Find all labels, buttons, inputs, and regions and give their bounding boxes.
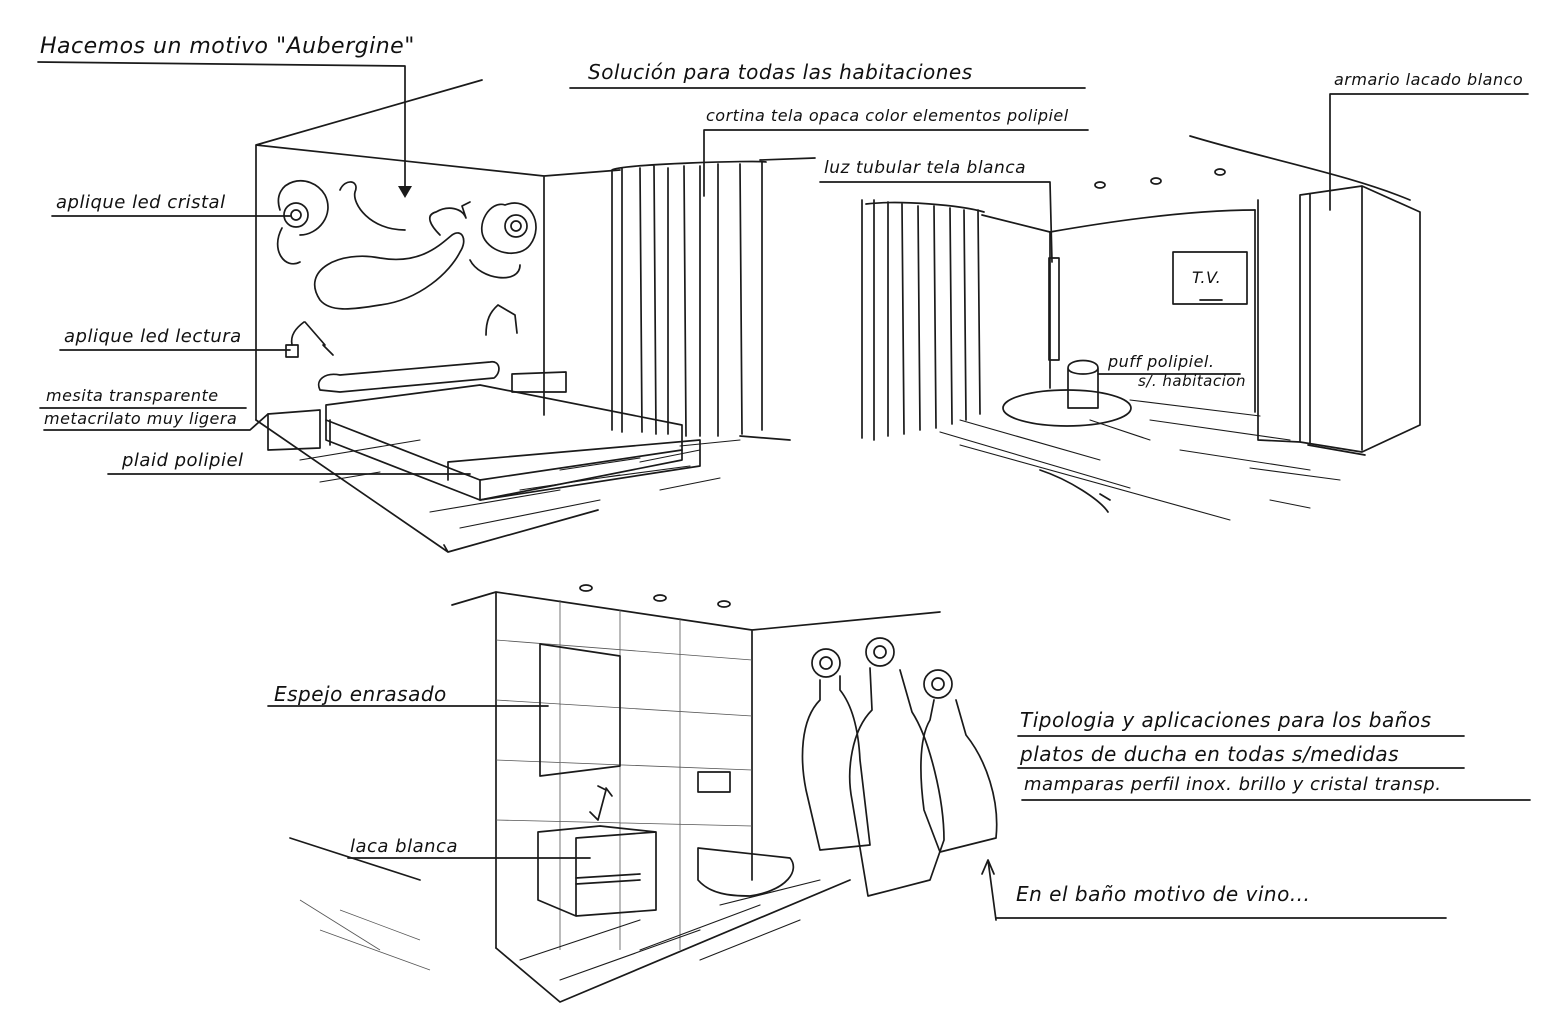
label-platos: platos de ducha en todas s/medidas <box>1020 742 1400 766</box>
aubergine-motif-icon <box>276 180 537 310</box>
label-mesita-1: mesita transparente <box>46 386 219 405</box>
bedroom-right-sketch <box>861 135 1421 521</box>
rooms-subtitle: Solución para todas las habitaciones <box>588 60 973 84</box>
label-espejo: Espejo enrasado <box>274 682 447 706</box>
label-mesita-2: metacrilato muy ligera <box>44 409 238 428</box>
bedroom-sketch <box>255 79 816 553</box>
label-puff-1: puff polipiel. <box>1108 352 1215 371</box>
label-armario: armario lacado blanco <box>1334 70 1524 89</box>
label-cortina: cortina tela opaca color elementos polip… <box>706 106 1069 125</box>
label-aplique-lectura: aplique led lectura <box>64 326 242 347</box>
reading-lamp-icon <box>285 304 518 358</box>
label-laca-blanca: laca blanca <box>350 836 458 857</box>
label-aplique-cristal: aplique led cristal <box>56 192 226 213</box>
aubergine-title: Hacemos un motivo "Aubergine" <box>40 34 415 59</box>
label-tipologia: Tipologia y aplicaciones para los baños <box>1020 708 1432 732</box>
bathroom-sketch <box>289 584 998 1003</box>
label-puff-2: s/. habitacion <box>1138 372 1246 390</box>
leader-lines <box>37 61 1531 919</box>
label-motivo-vino: En el baño motivo de vino... <box>1016 882 1311 906</box>
label-tv: T.V. <box>1192 268 1222 287</box>
wine-bottle-icon <box>801 637 998 897</box>
label-luz-tubular: luz tubular tela blanca <box>824 158 1027 178</box>
label-mamparas: mamparas perfil inox. brillo y cristal t… <box>1024 774 1442 795</box>
label-plaid: plaid polipiel <box>122 450 244 471</box>
